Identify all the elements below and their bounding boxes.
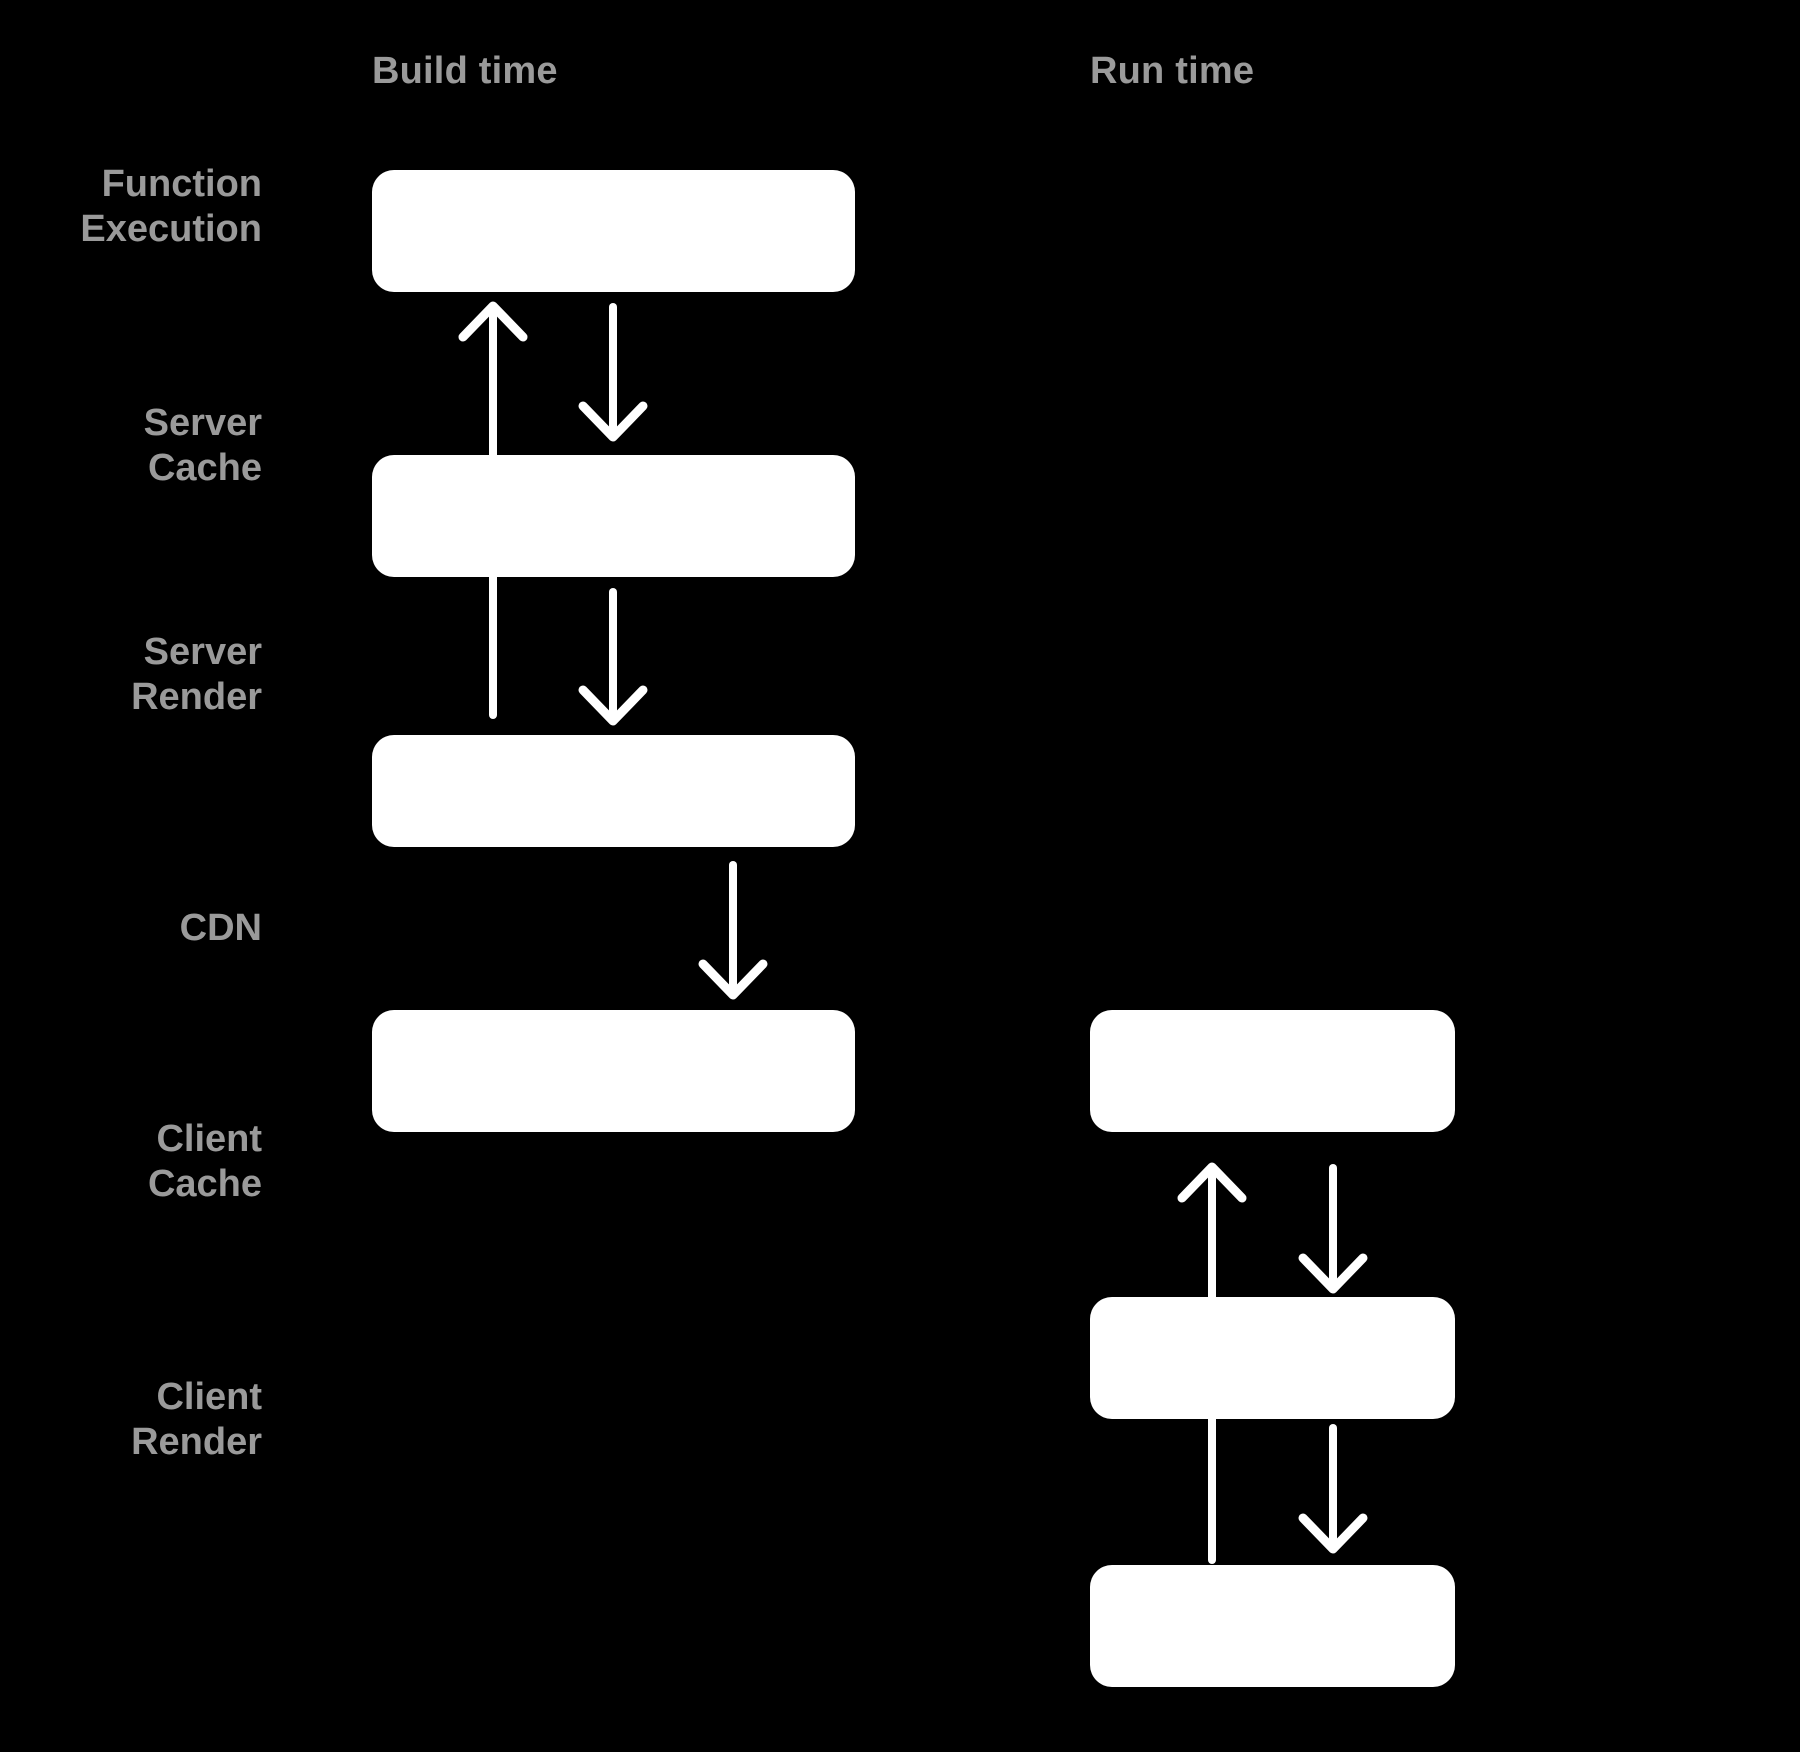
arrow-cdn-to-client-cache xyxy=(1298,1164,1368,1294)
node-box-run-client-cache[interactable] xyxy=(1090,1297,1455,1419)
row-label-client-cache: Client Cache xyxy=(147,1118,262,1205)
arrow-function-execution-to-server-cache xyxy=(578,303,648,442)
node-box-build-cdn[interactable] xyxy=(372,1010,855,1132)
row-label-cdn: CDN xyxy=(179,907,262,949)
node-box-build-server-cache[interactable] xyxy=(372,455,855,577)
row-label-client-render: Client Render xyxy=(131,1376,262,1463)
node-box-build-server-render[interactable] xyxy=(372,735,855,847)
arrow-server-cache-to-server-render xyxy=(578,588,648,726)
row-label-server-render: Server Render xyxy=(131,631,262,718)
node-box-run-cdn[interactable] xyxy=(1090,1010,1455,1132)
node-box-build-function-execution[interactable] xyxy=(372,170,855,292)
node-box-run-client-render[interactable] xyxy=(1090,1565,1455,1687)
column-header-build-time: Build time xyxy=(372,50,558,92)
row-label-function-execution: Function Execution xyxy=(80,163,262,250)
column-header-run-time: Run time xyxy=(1090,50,1255,92)
arrow-client-cache-to-client-render xyxy=(1298,1424,1368,1554)
arrow-server-render-to-cdn xyxy=(698,861,768,1000)
row-label-server-cache: Server Cache xyxy=(143,402,262,489)
